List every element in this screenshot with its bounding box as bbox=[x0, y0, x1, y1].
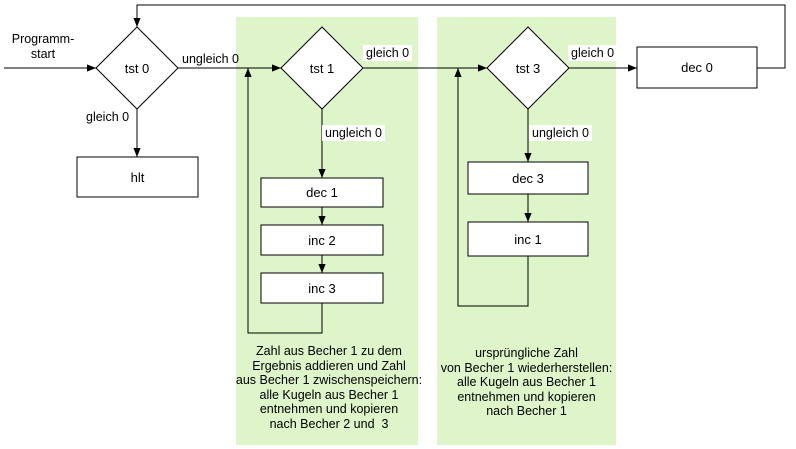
program-start-label: Programm- start bbox=[11, 32, 75, 61]
edge-label-tst0-ungleich0: ungleich 0 bbox=[182, 52, 239, 66]
node-hlt-box bbox=[76, 156, 199, 198]
edge-inc1-loop-to-tst3 bbox=[454, 68, 529, 307]
edge-label-tst0-gleich0: gleich 0 bbox=[86, 110, 130, 124]
node-inc1-box bbox=[467, 221, 589, 257]
node-tst0-diamond bbox=[95, 26, 179, 110]
node-dec3-box bbox=[467, 161, 589, 195]
node-inc3-box bbox=[260, 272, 384, 304]
edge-label-tst3-ungleich0: ungleich 0 bbox=[529, 125, 592, 141]
node-tst3-diamond bbox=[486, 26, 570, 110]
node-dec0-box bbox=[636, 46, 758, 89]
edge-label-tst3-gleich0: gleich 0 bbox=[568, 45, 618, 61]
node-tst1-diamond bbox=[280, 26, 364, 110]
caption-restore-loop: ursprüngliche Zahl von Becher 1 wiederhe… bbox=[440, 346, 613, 418]
edge-inc3-loop-to-tst1 bbox=[244, 68, 323, 334]
node-dec1-box bbox=[260, 177, 384, 208]
edge-label-tst1-ungleich0: ungleich 0 bbox=[322, 125, 385, 141]
node-inc2-box bbox=[260, 224, 384, 256]
edge-dec0-loop-to-tst0 bbox=[133, 4, 786, 69]
edge-label-tst1-gleich0: gleich 0 bbox=[363, 45, 413, 61]
caption-add-loop: Zahl aus Becher 1 zu dem Ergebnis addier… bbox=[235, 344, 423, 431]
